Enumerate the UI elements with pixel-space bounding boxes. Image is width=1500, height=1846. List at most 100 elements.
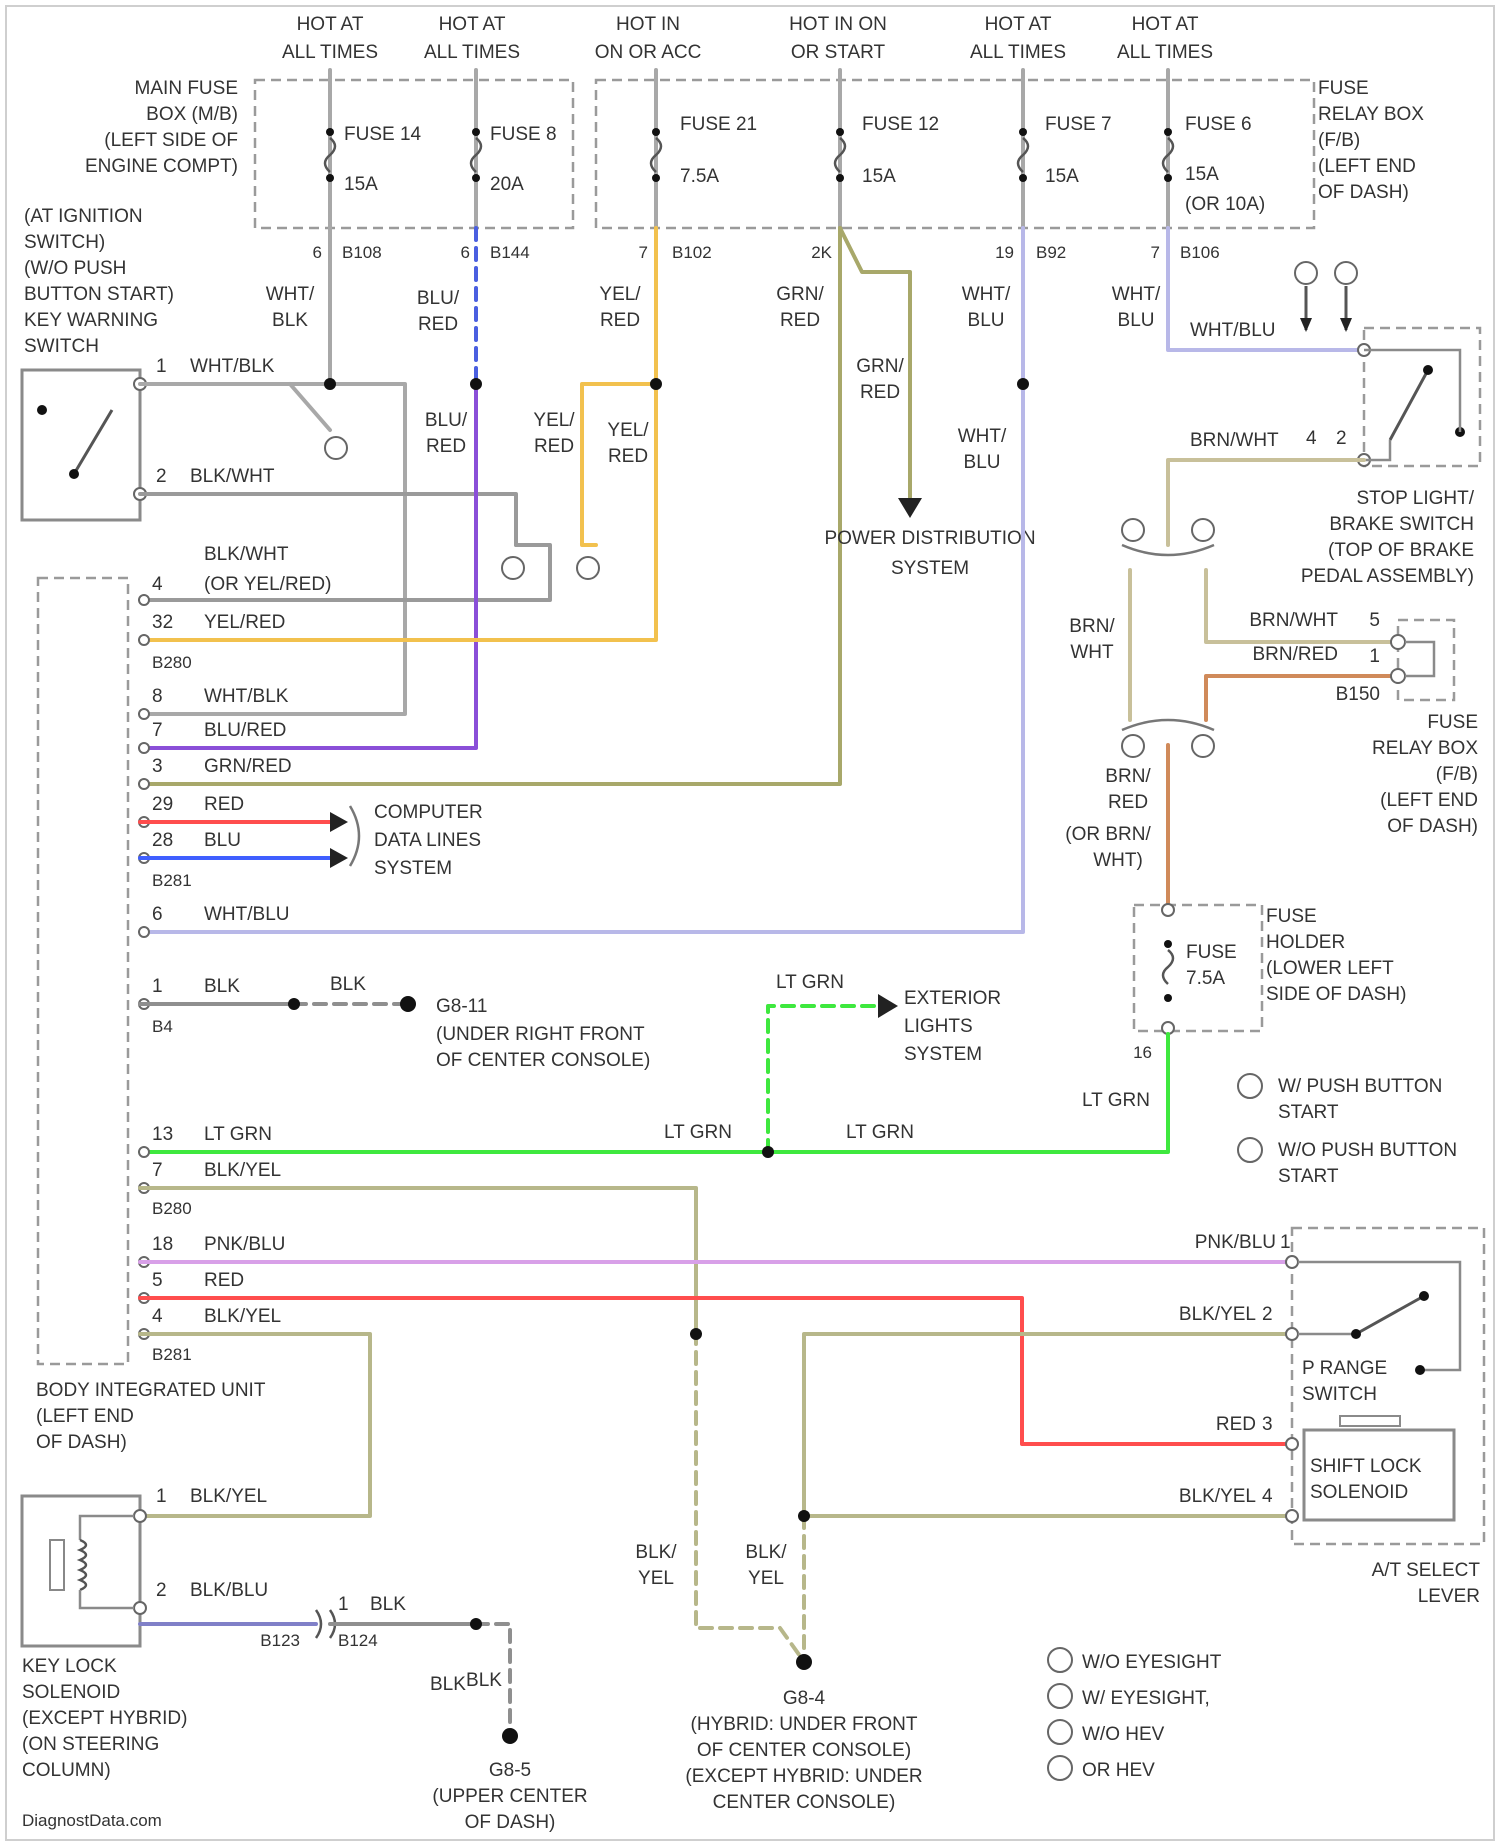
svg-text:OF DASH): OF DASH) <box>1318 182 1409 203</box>
power-label-5a: HOT AT <box>985 14 1052 35</box>
svg-text:BLK/WHT: BLK/WHT <box>204 544 289 565</box>
power-label-1b: ALL TIMES <box>282 42 378 63</box>
svg-text:B280: B280 <box>152 1199 192 1218</box>
svg-text:B4: B4 <box>152 1017 173 1036</box>
svg-text:(UPPER CENTER: (UPPER CENTER <box>432 1786 587 1807</box>
svg-text:(LEFT SIDE OF: (LEFT SIDE OF <box>104 130 238 151</box>
svg-text:ENGINE COMPT): ENGINE COMPT) <box>85 156 238 177</box>
p-range-label-1: P RANGE <box>1302 1358 1387 1379</box>
fuse-6: FUSE 6 15A (OR 10A) <box>1163 114 1265 215</box>
svg-text:G8-4: G8-4 <box>783 1688 826 1709</box>
svg-text:YEL/: YEL/ <box>599 284 641 305</box>
fuse-holder-amp: 7.5A <box>1186 968 1225 989</box>
select-lever-label-1: A/T SELECT <box>1372 1560 1481 1581</box>
fuse-relay-box-right <box>1391 620 1454 700</box>
svg-text:PEDAL ASSEMBLY): PEDAL ASSEMBLY) <box>1301 566 1474 587</box>
wire-blk-wht <box>140 494 550 600</box>
svg-text:MAIN FUSE: MAIN FUSE <box>135 78 238 99</box>
svg-text:(UNDER RIGHT FRONT: (UNDER RIGHT FRONT <box>436 1024 645 1045</box>
svg-text:SIDE OF DASH): SIDE OF DASH) <box>1266 984 1406 1005</box>
svg-text:BLU: BLU <box>204 830 241 851</box>
svg-text:B92: B92 <box>1036 243 1066 262</box>
svg-text:WHT/BLU: WHT/BLU <box>204 904 290 925</box>
svg-text:2K: 2K <box>811 243 832 262</box>
svg-text:FUSE: FUSE <box>1427 712 1478 733</box>
key-lock-wire1: BLK/YEL <box>190 1486 267 1507</box>
legend-variant: W/O EYESIGHT W/ EYESIGHT, W/O HEV OR HEV <box>1048 1648 1222 1781</box>
svg-text:(AT IGNITION: (AT IGNITION <box>24 206 143 227</box>
svg-text:BRN/: BRN/ <box>1069 616 1115 637</box>
svg-text:HOLDER: HOLDER <box>1266 932 1345 953</box>
svg-text:BLU/RED: BLU/RED <box>204 720 286 741</box>
svg-text:BLK/: BLK/ <box>635 1542 677 1563</box>
fuse-14: FUSE 14 15A <box>325 124 422 195</box>
svg-text:4: 4 <box>152 1306 163 1327</box>
stop-pin-2: 2 <box>1336 428 1347 449</box>
power-labels: HOT AT ALL TIMES HOT AT ALL TIMES HOT IN… <box>282 14 1213 63</box>
wire-wht-blu-stop: WHT/ BLU WHT/BLU <box>1112 228 1360 350</box>
switch-pin-2: 2 <box>156 466 167 487</box>
svg-text:RED: RED <box>1108 792 1148 813</box>
svg-text:18: 18 <box>152 1234 173 1255</box>
svg-text:LT GRN: LT GRN <box>776 972 844 993</box>
svg-text:FUSE 7: FUSE 7 <box>1045 114 1112 135</box>
svg-text:CENTER CONSOLE): CENTER CONSOLE) <box>713 1792 896 1813</box>
svg-text:BLK/YEL: BLK/YEL <box>204 1306 281 1327</box>
svg-text:RED: RED <box>204 1270 244 1291</box>
svg-text:BLK/YEL: BLK/YEL <box>204 1160 281 1181</box>
svg-text:BLU: BLU <box>1118 310 1155 331</box>
svg-text:2: 2 <box>1262 1304 1273 1325</box>
blk-label-2: BLK <box>430 1674 466 1695</box>
key-lock-conn2: B124 <box>338 1631 378 1650</box>
svg-text:B144: B144 <box>490 243 530 262</box>
svg-text:(HYBRID: UNDER FRONT: (HYBRID: UNDER FRONT <box>691 1714 918 1735</box>
svg-text:32: 32 <box>152 612 173 633</box>
shift-lock-label-1: SHIFT LOCK <box>1310 1456 1422 1477</box>
ground-g811-label: G8-11 (UNDER RIGHT FRONT OF CENTER CONSO… <box>436 996 650 1071</box>
svg-text:13: 13 <box>152 1124 173 1145</box>
fuse-21: FUSE 21 7.5A <box>651 114 757 187</box>
svg-text:(F/B): (F/B) <box>1318 130 1360 151</box>
key-lock-label: KEY LOCK SOLENOID (EXCEPT HYBRID) (ON ST… <box>22 1656 187 1781</box>
fuse-verticals <box>330 70 1168 228</box>
power-label-6b: ALL TIMES <box>1117 42 1213 63</box>
main-fuse-box-label: MAIN FUSE BOX (M/B) (LEFT SIDE OF ENGINE… <box>85 78 238 177</box>
svg-text:FUSE: FUSE <box>1318 78 1369 99</box>
svg-text:7: 7 <box>1151 243 1160 262</box>
stop-light-switch-label: STOP LIGHT/ BRAKE SWITCH (TOP OF BRAKE P… <box>1301 488 1475 587</box>
svg-text:OF CENTER CONSOLE): OF CENTER CONSOLE) <box>436 1050 650 1071</box>
wire-brn-red <box>1122 676 1395 905</box>
svg-text:SWITCH): SWITCH) <box>24 232 105 253</box>
svg-text:RED: RED <box>426 436 466 457</box>
svg-text:RED: RED <box>780 310 820 331</box>
svg-text:RED: RED <box>860 382 900 403</box>
svg-text:B106: B106 <box>1180 243 1220 262</box>
svg-text:EXTERIOR: EXTERIOR <box>904 988 1001 1009</box>
fuse-7: FUSE 7 15A <box>1018 114 1112 187</box>
fuse-symbols: FUSE 14 15A FUSE 8 20A FUSE 21 7.5A FUSE… <box>325 114 1265 215</box>
svg-text:15A: 15A <box>1045 166 1079 187</box>
power-label-4a: HOT IN ON <box>789 14 887 35</box>
frb-pin1: 1 <box>1369 646 1380 667</box>
bcu-pin-labels: 4 BLK/WHT (OR YEL/RED) 32 YEL/RED B280 8… <box>152 544 331 1364</box>
switch-pin-1-wire: WHT/BLK <box>190 356 275 377</box>
svg-text:POWER DISTRIBUTION: POWER DISTRIBUTION <box>824 528 1035 549</box>
svg-text:28: 28 <box>152 830 173 851</box>
svg-text:GRN/: GRN/ <box>856 356 904 377</box>
svg-text:1: 1 <box>152 976 163 997</box>
power-label-3a: HOT IN <box>616 14 680 35</box>
fuse-8: FUSE 8 20A <box>471 124 557 195</box>
key-lock-wire2: BLK/BLU <box>190 1580 268 1601</box>
select-lever-pins: PNK/BLU 1 BLK/YEL 2 RED 3 BLK/YEL 4 <box>1179 1232 1291 1507</box>
svg-text:15A: 15A <box>344 174 378 195</box>
svg-text:20A: 20A <box>490 174 524 195</box>
svg-text:4: 4 <box>1262 1486 1273 1507</box>
svg-text:PNK/BLU: PNK/BLU <box>1195 1232 1276 1253</box>
svg-text:5: 5 <box>152 1270 163 1291</box>
svg-text:BLK: BLK <box>330 974 366 995</box>
svg-text:(LEFT END: (LEFT END <box>1318 156 1416 177</box>
svg-text:SWITCH: SWITCH <box>24 336 99 357</box>
blk-label-3: BLK <box>466 1670 502 1691</box>
svg-text:G8-11: G8-11 <box>436 996 487 1017</box>
body-integrated-unit <box>38 578 128 1364</box>
